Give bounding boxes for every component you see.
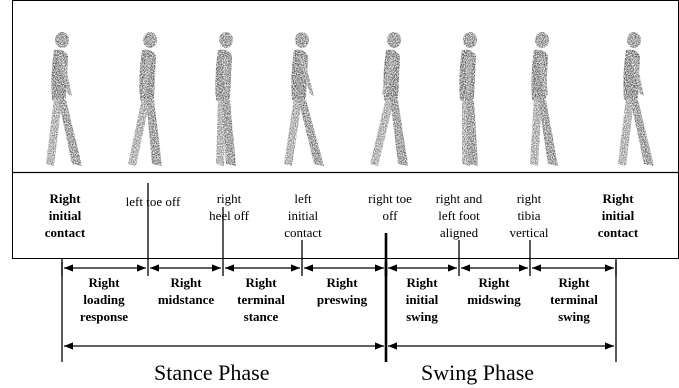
walking-figure — [215, 32, 236, 166]
walking-figures — [46, 32, 654, 166]
walking-figure — [284, 32, 324, 166]
figure-front-leg — [538, 98, 558, 166]
walking-figure — [618, 32, 654, 166]
walking-figure — [530, 32, 558, 166]
figure-back-leg — [618, 98, 634, 166]
figure-head — [387, 32, 401, 48]
walking-figure — [46, 32, 82, 166]
figure-head — [143, 32, 157, 48]
figure-head — [295, 32, 309, 48]
image-frame — [13, 1, 679, 259]
figure-back-leg — [128, 98, 150, 166]
figure-head — [627, 32, 641, 48]
figure-front-leg — [630, 98, 654, 166]
walking-figure — [459, 32, 478, 166]
figure-front-leg — [298, 98, 324, 166]
figure-head — [219, 32, 233, 48]
event-left-toe-off: left toe off — [112, 193, 194, 210]
phase-swing-label: Swing Phase — [421, 361, 534, 385]
figure-head — [463, 32, 477, 48]
figure-back-leg — [46, 98, 62, 166]
figure-head — [55, 32, 69, 48]
figure-back-leg — [370, 98, 394, 166]
figure-front-leg — [146, 98, 162, 166]
phase-stance-label: Stance Phase — [154, 361, 269, 385]
figure-front-leg — [58, 98, 82, 166]
figure-back-leg — [284, 98, 302, 166]
walking-figure — [128, 32, 162, 166]
figure-head — [535, 32, 549, 48]
walking-figure — [370, 32, 408, 166]
figure-front-leg — [390, 98, 408, 166]
figure-front-leg — [466, 98, 478, 166]
